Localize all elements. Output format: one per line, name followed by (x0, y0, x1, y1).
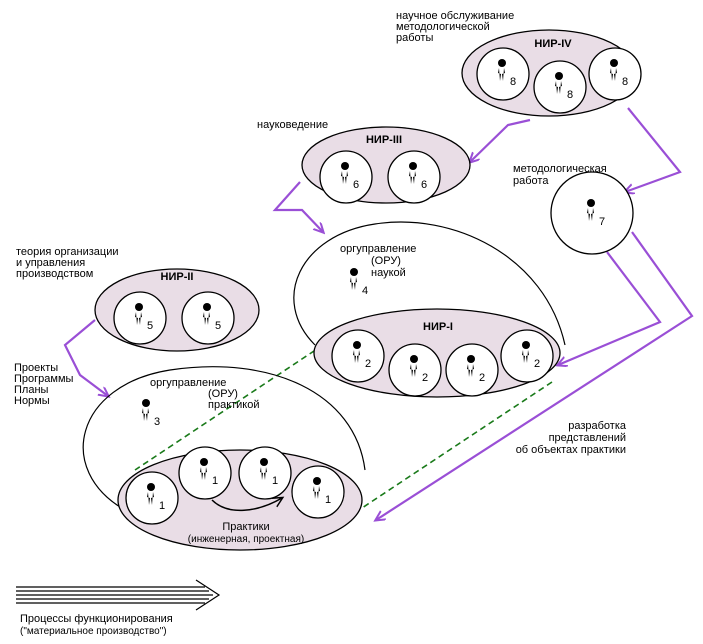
oru-practice-loop (82, 366, 366, 511)
group-nir3: НИР-III (301, 126, 471, 204)
org-theory-line3: производством (16, 268, 93, 280)
label-method-service: научное обслуживание методологической ра… (396, 10, 514, 44)
figure-index: 2 (479, 372, 485, 384)
person-figure: 4 (346, 268, 368, 297)
figure-index: 1 (159, 500, 165, 512)
label-science-study: науковедение (257, 119, 328, 131)
dashed-link-top (134, 344, 324, 471)
nir1-title: НИР-I (423, 321, 453, 333)
oru-science-line1: оргуправление (340, 243, 416, 255)
arrow-method-to-nir1 (558, 251, 662, 365)
projects-line2: Программы (14, 373, 74, 385)
processes-line2: ("материальное производство") (20, 626, 167, 637)
figure-index: 2 (422, 372, 428, 384)
arrow-nir4-to-nir3 (470, 118, 531, 162)
person-figure: 1 (309, 477, 331, 506)
figure-index: 1 (272, 475, 278, 487)
figure-index: 8 (622, 76, 628, 88)
figure-index: 6 (421, 179, 427, 191)
org-theory-line2: и управления (16, 257, 85, 269)
cycle-arrow (211, 498, 282, 512)
arrow-method-to-practice (376, 231, 694, 520)
method-service-line1: научное обслуживание (396, 10, 514, 22)
arrow-nir2-to-practice (63, 319, 108, 396)
processes-arrow (16, 579, 221, 611)
person-figure: 5 (131, 303, 153, 332)
method-work-line2: работа (513, 175, 549, 187)
figure-index: 1 (325, 494, 331, 506)
person-figure: 7 (583, 199, 605, 228)
figures-layer: 8 8 8 6 6 5 5 2 2 2 2 1 1 1 1 7 4 3 (131, 59, 628, 512)
figure-index: 6 (353, 179, 359, 191)
nir3-title: НИР-III (366, 134, 402, 146)
group-nir1: НИР-I (313, 308, 561, 398)
person-figure: 2 (406, 355, 428, 384)
dashed-link-bottom (361, 381, 553, 509)
group-nir4: НИР-IV (461, 29, 642, 117)
label-projects: Проекты Программы Планы Нормы (14, 362, 74, 407)
person-figure: 6 (337, 162, 359, 191)
person-figure: 8 (494, 59, 516, 88)
label-oru-science: оргуправление (ОРУ) наукой (340, 243, 416, 279)
figure-index: 2 (534, 358, 540, 370)
figure-index: 5 (147, 320, 153, 332)
figure-index: 8 (510, 76, 516, 88)
arrow-nir4-to-method (625, 107, 682, 192)
person-figure: 5 (199, 303, 221, 332)
person-figure: 2 (349, 341, 371, 370)
person-figure: 8 (606, 59, 628, 88)
oru-practice-line2: (ОРУ) (208, 388, 238, 400)
group-nir2: НИР-II (94, 268, 260, 352)
object-ideas-line1: разработка (568, 420, 627, 432)
person-figure: 2 (463, 355, 485, 384)
person-figure: 1 (196, 458, 218, 487)
oru-science-loop (293, 221, 566, 346)
arrow-nir3-to-oru-science (272, 181, 323, 232)
person-figure: 2 (518, 341, 540, 370)
figure-index: 4 (362, 285, 368, 297)
oru-practice-line3: практикой (208, 399, 260, 411)
nir4-title: НИР-IV (534, 38, 572, 50)
object-ideas-line2: представлений (549, 432, 626, 444)
person-figure: 1 (256, 458, 278, 487)
object-ideas-line3: об объектах практики (516, 444, 626, 456)
figure-index: 7 (599, 216, 605, 228)
projects-line4: Нормы (14, 395, 50, 407)
projects-line3: Планы (14, 384, 49, 396)
label-org-theory: теория организации и управления производ… (16, 246, 119, 280)
oru-practice-line1: оргуправление (150, 377, 226, 389)
practice-line2: (инженерная, проектная) (188, 534, 304, 545)
oru-science-line2: (ОРУ) (371, 255, 401, 267)
figure-index: 1 (212, 475, 218, 487)
person-figure: 8 (551, 72, 573, 101)
method-service-line3: работы (396, 32, 433, 44)
method-service-line2: методологической (396, 21, 490, 33)
oru-science-line3: наукой (371, 267, 406, 279)
person-figure: 3 (138, 399, 160, 428)
figure-index: 2 (365, 358, 371, 370)
person-figure: 6 (405, 162, 427, 191)
projects-line1: Проекты (14, 362, 58, 374)
label-object-ideas: разработка представлений об объектах пра… (516, 420, 627, 456)
processes-line1: Процессы функционирования (20, 613, 173, 625)
nir2-title: НИР-II (161, 271, 194, 283)
group-method: методологическая работа (513, 163, 634, 255)
figure-index: 3 (154, 416, 160, 428)
figure-index: 8 (567, 89, 573, 101)
person-figure: 1 (143, 483, 165, 512)
method-work-line1: методологическая (513, 163, 607, 175)
practice-line1: Практики (222, 521, 269, 533)
org-theory-line1: теория организации (16, 246, 119, 258)
figure-index: 5 (215, 320, 221, 332)
label-oru-practice: оргуправление (ОРУ) практикой (150, 377, 260, 411)
method-circle (550, 171, 634, 255)
